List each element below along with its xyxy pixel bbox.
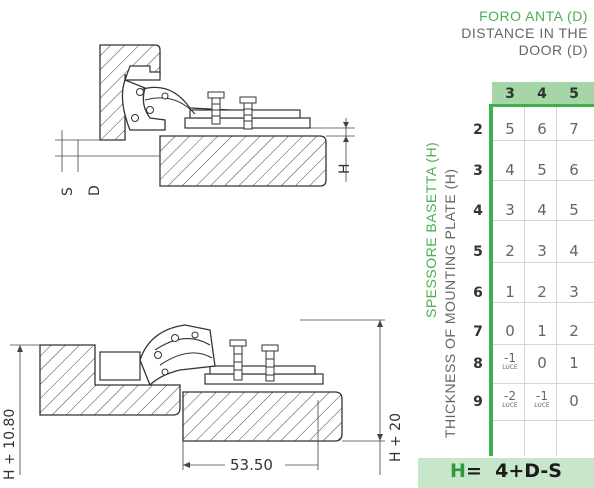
vertical-label-english: THICKNESS OF MOUNTING PLATE (H) [442, 168, 458, 438]
table-cell: 1 [527, 322, 557, 340]
bottom-cabinet-side [39, 344, 181, 416]
cell-value: 3 [537, 242, 547, 260]
label-s: S [60, 187, 76, 196]
table-cell: 1 [559, 354, 589, 372]
top-screw-left [207, 91, 225, 125]
label-d: D [87, 185, 103, 196]
table-cell: 3 [527, 242, 557, 260]
table-cell: 0 [559, 392, 589, 410]
row-header-6: 6 [473, 285, 483, 301]
header-english-line2: DOOR (D) [518, 42, 588, 58]
cell-value: 2 [537, 283, 547, 301]
label-53-50: 53.50 [230, 456, 273, 474]
row-header-3: 3 [473, 163, 483, 179]
col-header-3: 3 [505, 86, 515, 102]
cell-value: 1 [569, 354, 579, 372]
cell-value: 6 [569, 161, 579, 179]
cell-value: -1 [504, 351, 516, 365]
cell-value: 2 [569, 322, 579, 340]
row-header-8: 8 [473, 356, 483, 372]
row-header-7: 7 [473, 324, 483, 340]
bottom-hinge-drawing [10, 319, 385, 475]
table-cell: 2 [495, 242, 525, 260]
cell-value: 4 [505, 161, 515, 179]
cell-value: 2 [505, 242, 515, 260]
cell-value: 1 [505, 283, 515, 301]
header-italian: FORO ANTA (D) [479, 8, 588, 24]
cell-value: 1 [537, 322, 547, 340]
formula: H= 4+D-S [418, 460, 594, 482]
cell-value: 0 [569, 392, 579, 410]
cell-value: 6 [537, 120, 547, 138]
table-cell: 5 [527, 161, 557, 179]
hinge-technical-drawing [10, 44, 385, 475]
row-header-9: 9 [473, 394, 483, 410]
cell-value: 4 [537, 201, 547, 219]
bottom-mounting-plate [204, 373, 324, 385]
table-cell: 2 [559, 322, 589, 340]
table-cell: 3 [559, 283, 589, 301]
top-hinge-drawing [55, 44, 355, 187]
col-header-4: 4 [537, 86, 547, 102]
bottom-door-panel [182, 391, 343, 442]
bottom-screw-right [261, 344, 279, 382]
row-header-4: 4 [473, 203, 483, 219]
cell-value: 0 [505, 322, 515, 340]
label-h-plus-20: H + 20 [388, 413, 404, 462]
table-cell: 6 [559, 161, 589, 179]
table-cell: 0 [495, 322, 525, 340]
table-cell: 4 [495, 161, 525, 179]
cell-value: 5 [537, 161, 547, 179]
bottom-screw-left [229, 339, 247, 381]
column-header-bar [492, 82, 594, 104]
table-horizontal-rule [493, 104, 594, 107]
top-door-panel [159, 135, 327, 187]
cell-value: 3 [569, 283, 579, 301]
luce-label: LUCE [502, 364, 518, 371]
label-h: H [337, 163, 353, 174]
formula-h: H [450, 460, 466, 482]
table-cell: 4 [559, 242, 589, 260]
table-cell: 6 [527, 120, 557, 138]
formula-background [418, 458, 594, 488]
table-cell: 7 [559, 120, 589, 138]
row-header-5: 5 [473, 244, 483, 260]
table-cell: 2 [527, 283, 557, 301]
vertical-label-italian: SPESSORE BASETTA (H) [423, 141, 439, 318]
luce-label: LUCE [502, 402, 518, 409]
label-h-plus-10-80: H + 10.80 [2, 408, 18, 480]
table-cell: 5 [559, 201, 589, 219]
luce-label: LUCE [534, 402, 550, 409]
header-english-line1: DISTANCE IN THE [461, 25, 588, 41]
cell-value: -1 [536, 389, 548, 403]
cell-value: 5 [505, 120, 515, 138]
formula-rest: = 4+D-S [465, 460, 562, 482]
table-cell: 0 [527, 354, 557, 372]
cell-value: 0 [537, 354, 547, 372]
table-cell: 3 [495, 201, 525, 219]
row-header-2: 2 [473, 122, 483, 138]
table-cell: 5 [495, 120, 525, 138]
table-cell: 4 [527, 201, 557, 219]
table-cell: 1 [495, 283, 525, 301]
cell-value: 5 [569, 201, 579, 219]
cell-value: 3 [505, 201, 515, 219]
cell-value: -2 [504, 389, 516, 403]
cell-value: 4 [569, 242, 579, 260]
col-header-5: 5 [569, 86, 579, 102]
bottom-hinge-arm [139, 324, 216, 387]
cell-value: 7 [569, 120, 579, 138]
top-screw-right [239, 96, 257, 130]
table-vertical-rule [489, 104, 493, 456]
